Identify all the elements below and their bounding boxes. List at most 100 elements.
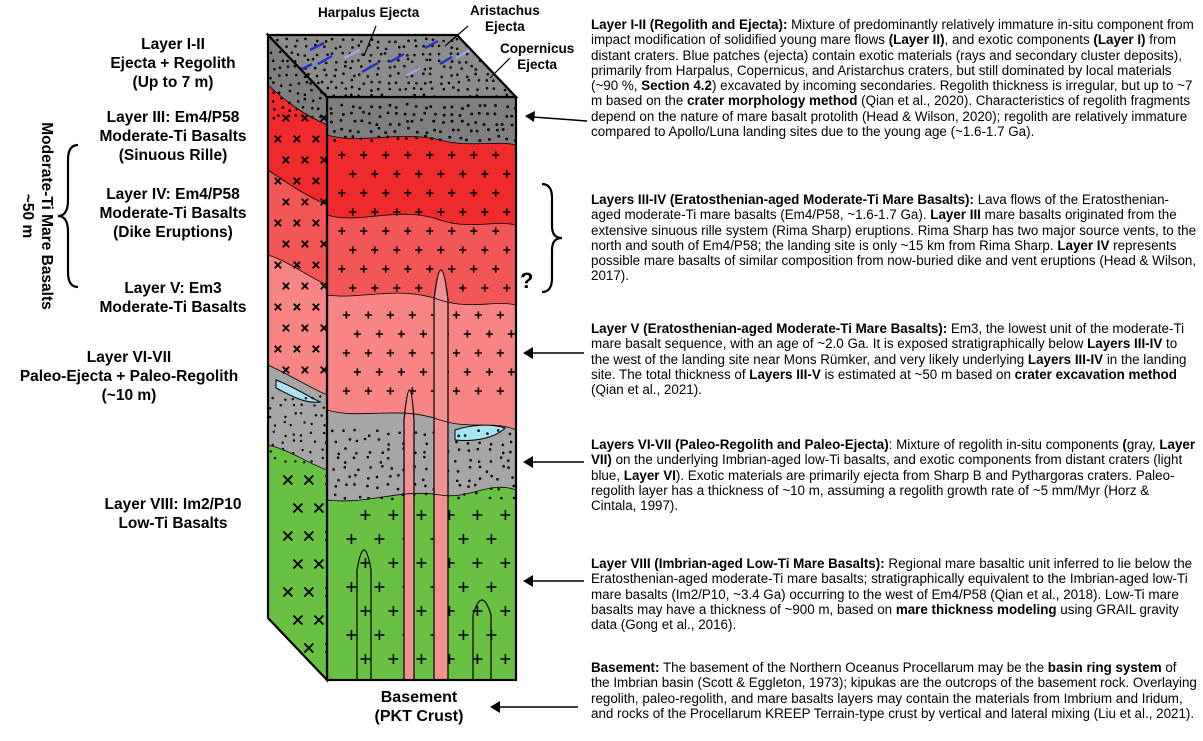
label-layer6-7-line2: Paleo-Ejecta + Paleo-Regolith: [19, 368, 239, 385]
desc-run-0: Layers III-IV (Eratosthenian-aged Modera…: [591, 192, 974, 207]
label-layer1-2-line3: (Up to 7 m): [132, 74, 214, 91]
label-layer4-line2: Moderate-Ti Basalts: [99, 205, 247, 222]
description-layer5: Layer V (Eratosthenian-aged Moderate-Ti …: [591, 321, 1197, 397]
label-layer5-line1: Layer V: Em3: [124, 280, 222, 297]
arrow-layer1: [525, 111, 588, 122]
label-basement: Basement (PKT Crust): [369, 688, 469, 726]
desc-run-0: Layer I-II (Regolith and Ejecta):: [591, 17, 788, 32]
desc-run-6: Layers III-V: [749, 366, 821, 382]
copernicus-line1: Copernicus: [500, 41, 575, 56]
description-layer3-4: Layers III-IV (Eratosthenian-aged Modera…: [591, 192, 1197, 284]
desc-run-1: Em3, the lowest unit of the moderate-Ti …: [591, 321, 1185, 352]
desc-run-4: Layer IV: [1057, 237, 1110, 253]
label-layer6-7-line3: (~10 m): [101, 387, 157, 404]
moderate-ti-brace: [57, 143, 79, 289]
label-layer8-line1: Layer VIII: Im2/P10: [104, 496, 242, 513]
desc-run-7: ). Exotic materials are primarily ejecta…: [591, 467, 1175, 514]
label-layer4-line3: (Dike Eruptions): [113, 224, 233, 241]
desc-run-8: crater excavation method: [1014, 366, 1177, 382]
side-face: [268, 35, 327, 680]
vertical-label-line1: Moderate-Ti Mare Basalts: [38, 122, 55, 310]
desc-run-5: from distant craters. Blue patches (ejec…: [591, 32, 1182, 94]
desc-run-5: in the landing site. The total thickness…: [591, 351, 1187, 382]
front-dike-right: [433, 269, 449, 680]
desc-run-4: Layers III-IV: [1027, 351, 1104, 367]
desc-run-8: crater morphology method: [687, 93, 858, 109]
arrow-layer6: [523, 456, 584, 468]
front-paleo-ejecta: [454, 424, 506, 441]
ejecta-streaks: [299, 39, 471, 78]
desc-run-7: is estimated at ~50 m based on: [820, 366, 1015, 382]
desc-run-2: mare thickness modeling: [895, 601, 1057, 617]
label-layer5-line2: Moderate-Ti Basalts: [99, 299, 247, 316]
desc-run-3: using GRAIL gravity data (Gong et al., 2…: [591, 601, 1179, 633]
harpalus-label: Harpalus Ejecta: [318, 5, 420, 20]
front-kipuka-right: [472, 599, 492, 680]
desc-run-7: ) excavated by incoming secondaries. Reg…: [591, 78, 1193, 109]
arrow-layer8: [523, 575, 584, 587]
desc-run-6: Section 4.2: [641, 78, 712, 94]
desc-run-4: Layer VII): [591, 437, 1196, 468]
aristachus-line1: Aristachus: [470, 3, 540, 18]
copernicus-label: Copernicus Ejecta: [500, 41, 574, 73]
aristachus-line2: Ejecta: [485, 19, 525, 34]
description-layer8: Layer VIII (Imbrian-aged Low-Ti Mare Bas…: [591, 556, 1197, 632]
desc-run-2: basin ring system: [1047, 660, 1162, 675]
description-basement: Basement: The basement of the Northern O…: [591, 660, 1197, 721]
front-layer3: [327, 135, 516, 225]
desc-run-9: (Qian et al., 2020). Characteristics of …: [591, 93, 1191, 140]
arrow-basement: [490, 701, 578, 713]
front-kipuka-left: [356, 549, 372, 680]
desc-run-2: (: [1122, 437, 1127, 452]
label-layer5: Layer V: Em3 Moderate-Ti Basalts: [83, 279, 263, 317]
desc-run-0: Layers VI-VII (Paleo-Regolith and Paleo-…: [591, 437, 889, 452]
aristachus-pointer: [444, 25, 469, 47]
desc-run-3: to the west of the landing site near Mon…: [591, 336, 1178, 367]
desc-run-2: Layers III-IV: [1087, 336, 1163, 352]
desc-run-3: gray,: [1126, 437, 1160, 452]
label-layer1-2: Layer I-II Ejecta + Regolith (Up to 7 m): [108, 35, 238, 92]
label-layer1-2-line1: Layer I-II: [141, 36, 205, 53]
aristachus-label: Aristachus Ejecta: [470, 3, 540, 35]
label-layer3-line3: (Sinuous Rille): [118, 147, 228, 164]
label-layer6-7: Layer VI-VII Paleo-Ejecta + Paleo-Regoli…: [3, 348, 255, 405]
copernicus-line2: Ejecta: [517, 57, 558, 72]
label-layer4: Layer IV: Em4/P58 Moderate-Ti Basalts (D…: [83, 185, 263, 242]
label-layer8-line2: Low-Ti Basalts: [118, 515, 228, 532]
copernicus-pointer: [489, 57, 511, 79]
desc-run-1: The basement of the Northern Oceanus Pro…: [659, 660, 1048, 675]
desc-run-3: , and exotic components: [944, 32, 1094, 48]
desc-run-1: Regional mare basaltic unit inferred to …: [591, 556, 1193, 617]
desc-run-2: Layer III: [930, 207, 981, 223]
harpalus-pointer: [363, 25, 377, 57]
desc-run-3: mare basalts originated from the extensi…: [591, 207, 1197, 253]
description-layer1-2: Layer I-II (Regolith and Ejecta): Mixtur…: [591, 17, 1197, 139]
label-basement-line1: Basement: [380, 689, 458, 706]
question-mark: ?: [520, 268, 534, 293]
desc-run-5: represents possible mare basalts of simi…: [591, 237, 1197, 284]
desc-run-0: Basement:: [591, 660, 660, 675]
desc-run-3: of the Imbrian basin (Scott & Eggleton, …: [591, 660, 1197, 721]
desc-run-2: (Layer II): [888, 32, 945, 48]
side-paleo-ejecta: [275, 379, 322, 403]
front-layer4: [327, 214, 516, 305]
desc-run-0: Layer V (Eratosthenian-aged Moderate-Ti …: [591, 321, 948, 336]
desc-run-1: Lava flows of the Eratosthenian-aged mod…: [591, 192, 1170, 223]
layers-iii-iv-brace: [541, 182, 563, 294]
desc-run-4: (Layer I): [1093, 32, 1146, 48]
label-layer8: Layer VIII: Im2/P10 Low-Ti Basalts: [83, 495, 263, 533]
label-layer3: Layer III: Em4/P58 Moderate-Ti Basalts (…: [83, 108, 263, 165]
vertical-label-line2: ~50 m: [19, 193, 36, 239]
arrow-layer5: [523, 347, 584, 359]
label-layer4-line1: Layer IV: Em4/P58: [106, 186, 240, 203]
front-layer5: [327, 293, 516, 430]
desc-run-1: Mixture of predominantly relatively imma…: [591, 17, 1194, 48]
label-basement-line2: (PKT Crust): [374, 708, 464, 725]
label-layer3-line2: Moderate-Ti Basalts: [99, 128, 247, 145]
label-layer3-line1: Layer III: Em4/P58: [106, 109, 240, 126]
label-layer1-2-line2: Ejecta + Regolith: [110, 55, 236, 72]
desc-run-0: Layer VIII (Imbrian-aged Low-Ti Mare Bas…: [591, 556, 885, 571]
front-face: [327, 97, 516, 680]
